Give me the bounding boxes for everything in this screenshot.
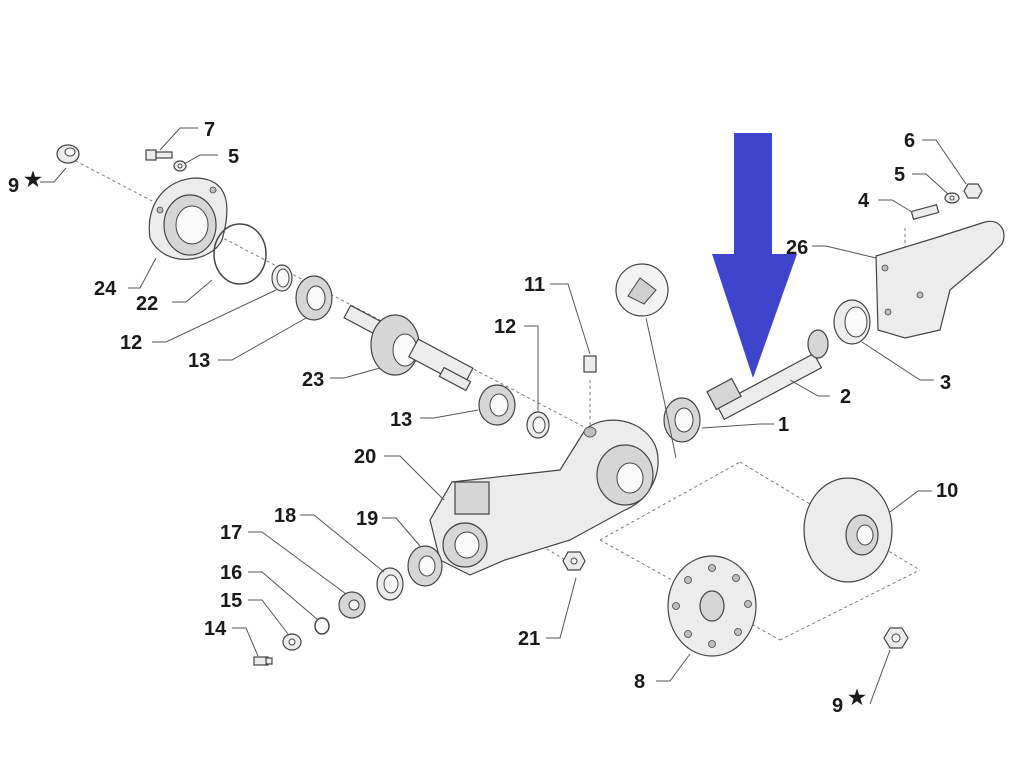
part-6-nut	[963, 183, 983, 199]
pointer-arrow	[712, 133, 797, 378]
label-16: 16	[220, 562, 242, 584]
label-22: 22	[136, 293, 158, 315]
label-7: 7	[204, 119, 215, 141]
part-20-gearbox-housing	[429, 419, 659, 576]
part-11-plug	[583, 355, 597, 373]
part-10-wheel-hub	[803, 477, 893, 583]
label-21: 21	[518, 628, 540, 650]
label-3: 3	[940, 372, 951, 394]
part-5-washer-left	[173, 160, 187, 172]
part-22-o-ring	[213, 223, 267, 285]
part-19-bearing	[407, 545, 443, 587]
flange-bolt-holes	[672, 564, 752, 648]
part-5-washer-right	[944, 192, 960, 204]
label-13-lower: 13	[390, 409, 412, 431]
label-13-upper: 13	[188, 350, 210, 372]
part-9-nut-top	[56, 144, 80, 164]
part-17-coupling	[338, 591, 366, 619]
label-19: 19	[356, 508, 378, 530]
label-4: 4	[858, 190, 870, 212]
label-12-left: 12	[120, 332, 142, 354]
label-26: 26	[786, 237, 808, 259]
label-2: 2	[840, 386, 851, 408]
part-13-bearing-lower	[478, 384, 516, 426]
label-5-right: 5	[894, 164, 905, 186]
part-24-flange-cover	[148, 177, 228, 260]
part-14-screw	[253, 656, 273, 666]
part-12-spacer-ring-middle	[526, 411, 550, 439]
label-20: 20	[354, 446, 376, 468]
star-9-top: ★	[24, 169, 42, 191]
label-8: 8	[634, 671, 645, 693]
part-9-nut-bottom	[883, 627, 909, 649]
part-labels: 7 5 9 ★ 24 22 12 13 23 13 12 11 20 18 19…	[8, 119, 958, 717]
part-13-bearing-upper	[295, 275, 333, 321]
label-15: 15	[220, 590, 242, 612]
part-16-circlip	[314, 617, 330, 635]
label-10: 10	[936, 480, 958, 502]
part-4-stud	[910, 204, 940, 220]
label-9-top: 9	[8, 175, 19, 197]
label-12-middle: 12	[494, 316, 516, 338]
label-24: 24	[94, 278, 117, 300]
bearing-detail-inset	[615, 263, 669, 317]
part-15-washer	[282, 633, 302, 651]
star-9-bottom: ★	[848, 687, 866, 709]
label-14: 14	[204, 618, 227, 640]
part-21-nut	[562, 551, 586, 571]
part-1-bearing	[663, 397, 701, 443]
part-26-bracket	[875, 220, 1005, 339]
part-12-spacer-ring-left	[271, 264, 293, 292]
label-9-bottom: 9	[832, 695, 843, 717]
label-1: 1	[778, 414, 789, 436]
part-7-bolt	[145, 149, 173, 161]
label-18: 18	[274, 505, 296, 527]
part-8-flange-disc	[667, 555, 757, 657]
label-11: 11	[524, 274, 545, 296]
label-5-left: 5	[228, 146, 239, 168]
label-23: 23	[302, 369, 324, 391]
label-17: 17	[220, 522, 242, 544]
leader-lines	[40, 127, 967, 705]
part-23-bevel-pinion-shaft	[343, 304, 474, 392]
label-6: 6	[904, 130, 915, 152]
part-3-seal-ring	[833, 299, 871, 345]
part-2-axle-shaft	[706, 329, 829, 421]
part-18-seal	[376, 567, 404, 601]
